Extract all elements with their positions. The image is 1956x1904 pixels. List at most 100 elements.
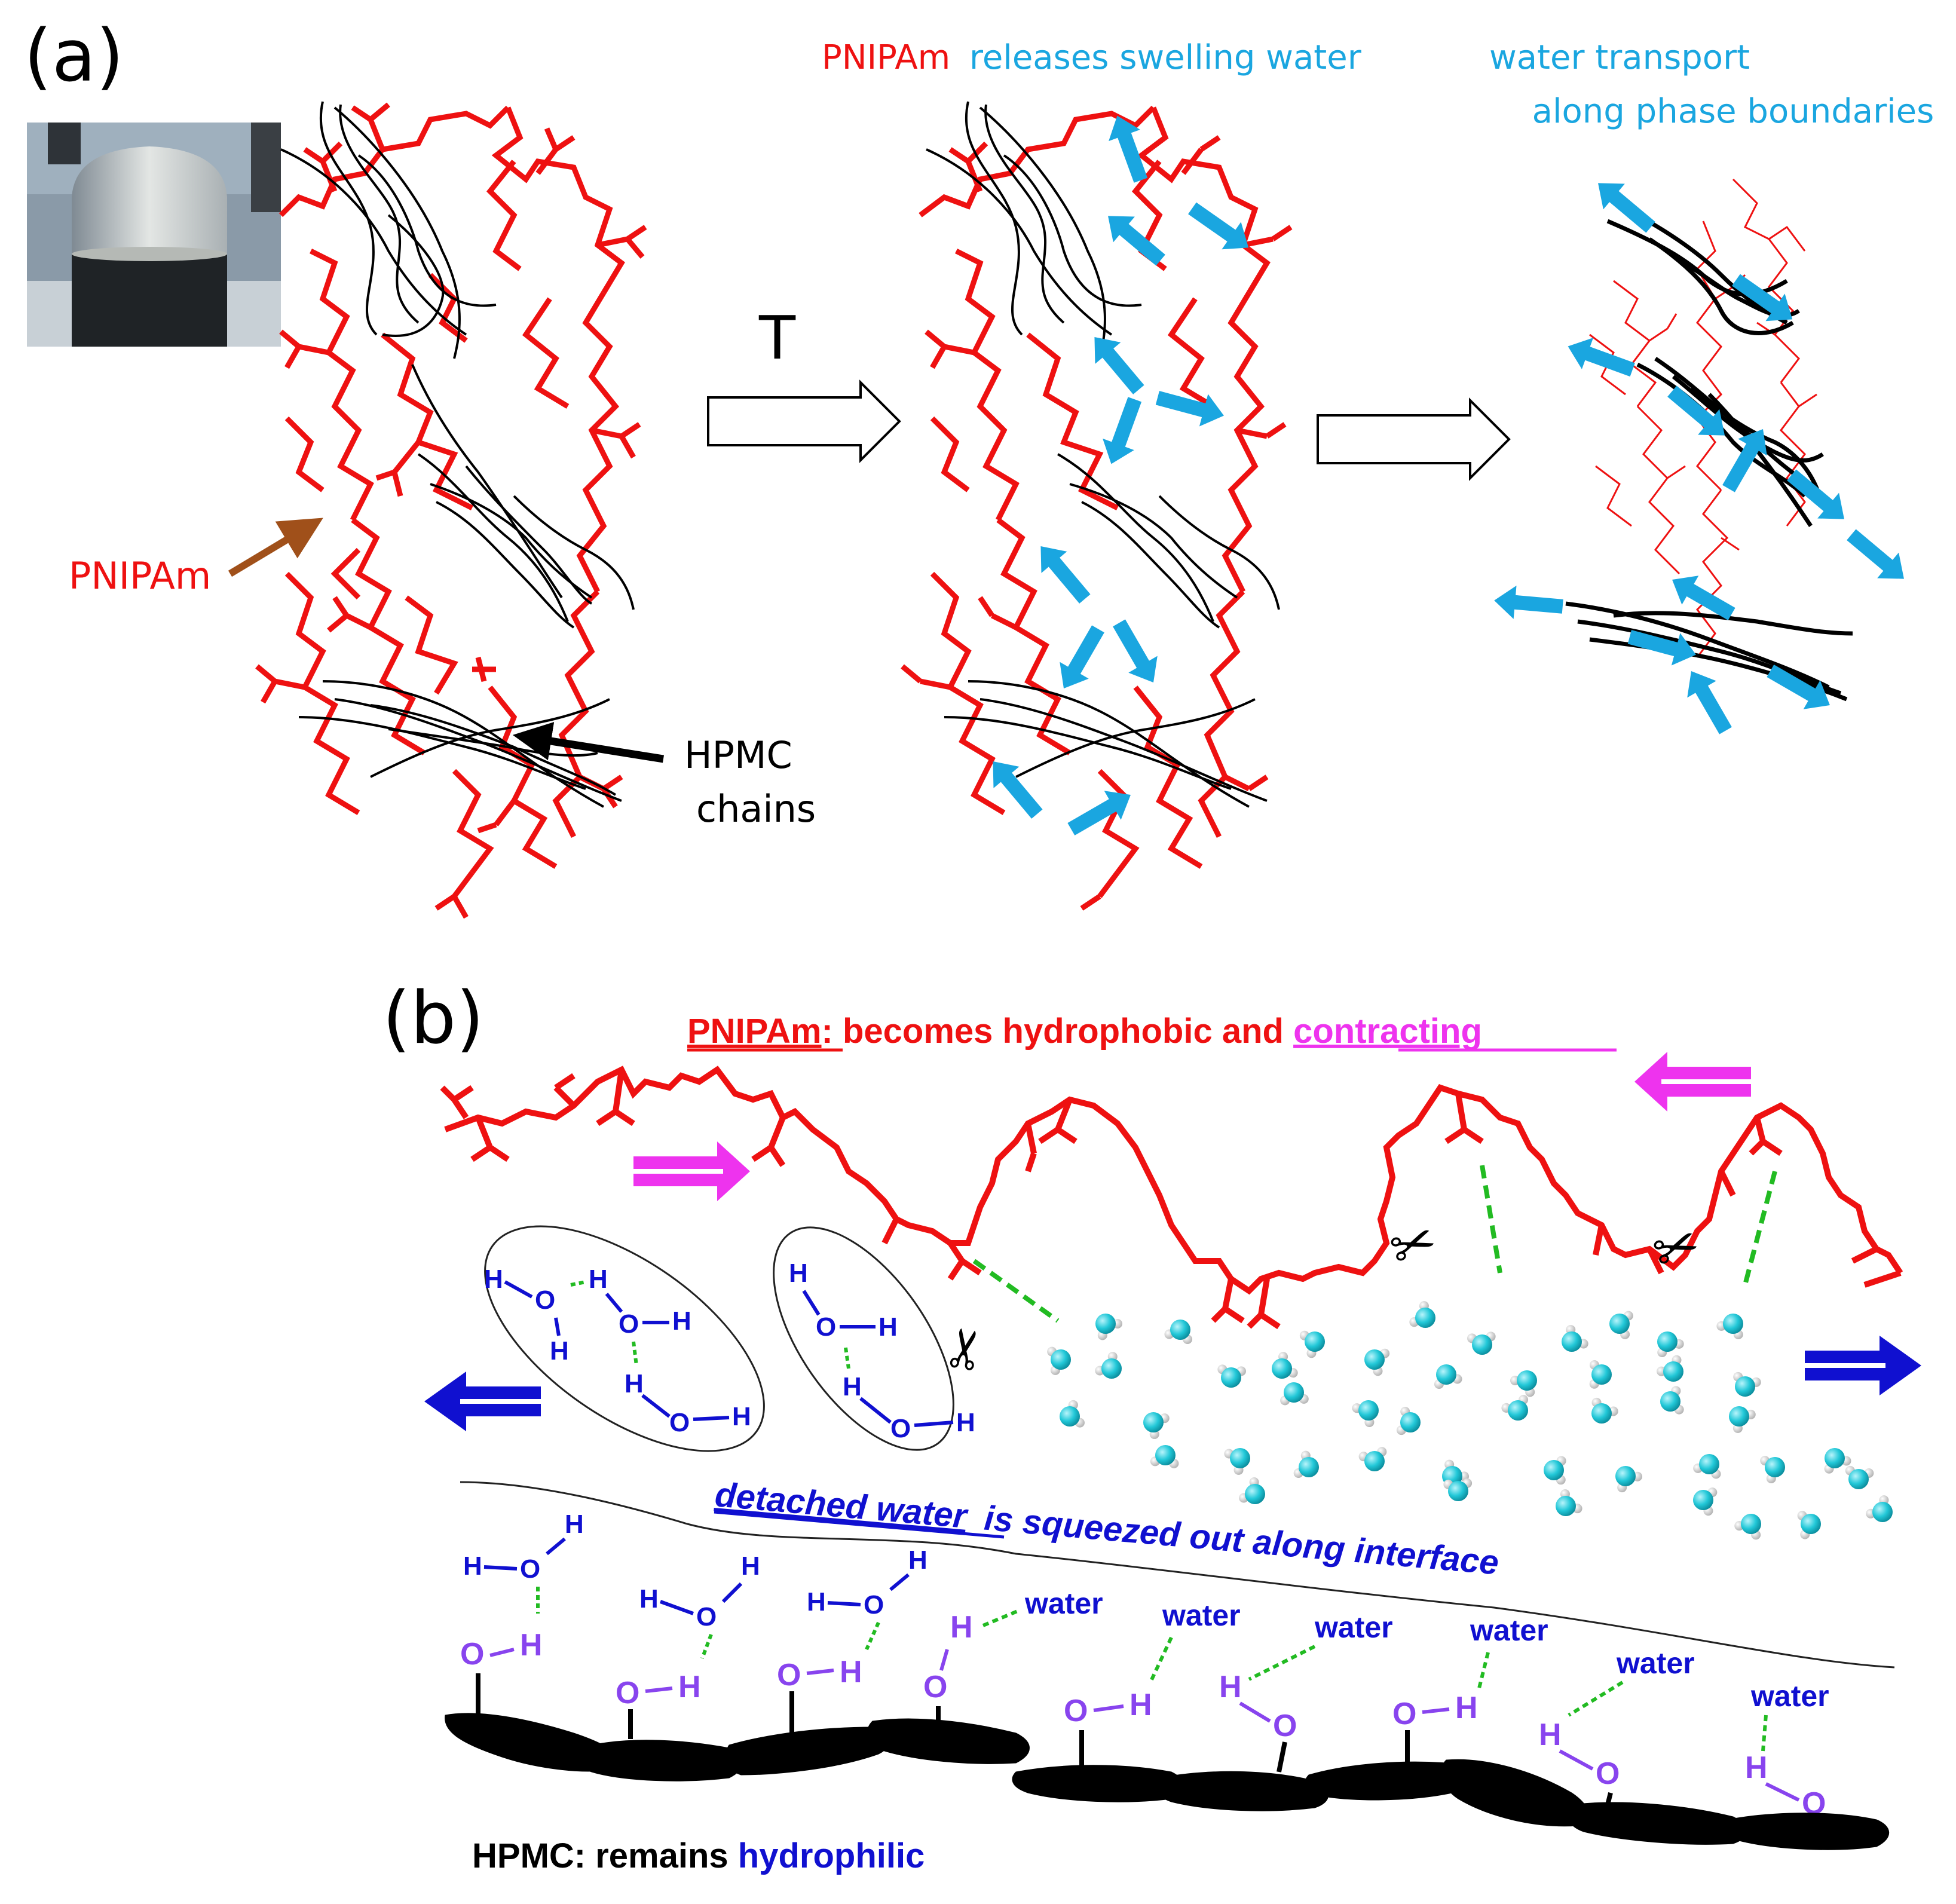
water-molecule	[1095, 1314, 1122, 1340]
magenta-arrow-left	[1634, 1052, 1751, 1112]
pnipam-pointer-arrow	[228, 518, 323, 577]
water-molecule	[1657, 1331, 1684, 1357]
water-molecule	[1164, 1320, 1193, 1344]
svg-text:O: O	[619, 1309, 639, 1339]
svg-text:water: water	[1616, 1646, 1695, 1680]
water-molecule	[1693, 1454, 1721, 1479]
svg-text:H: H	[741, 1551, 760, 1581]
svg-text:H: H	[789, 1259, 808, 1288]
pnipam-label-a: PNIPAm	[69, 554, 211, 598]
water-arrows-middle	[993, 115, 1249, 835]
water-molecule	[1224, 1448, 1250, 1475]
water-molecule	[1047, 1346, 1071, 1375]
water-molecule	[1609, 1311, 1633, 1339]
middle-title-rest: releases swelling water	[969, 38, 1362, 77]
svg-text:water: water	[1470, 1614, 1548, 1647]
svg-text:O: O	[520, 1554, 540, 1584]
middle-title-pnipam: PNIPAm	[822, 38, 950, 77]
svg-text:O: O	[923, 1670, 947, 1704]
water-molecule	[1760, 1456, 1785, 1484]
water-molecule	[1510, 1370, 1537, 1397]
svg-text:O: O	[616, 1676, 639, 1710]
svg-text:O: O	[669, 1408, 690, 1437]
water-molecule	[1293, 1450, 1319, 1478]
panel-a-label: (a)	[24, 15, 124, 98]
svg-text:H: H	[1745, 1750, 1768, 1785]
svg-text:water: water	[1750, 1679, 1829, 1713]
water-molecule	[1866, 1495, 1893, 1522]
water-molecule	[1845, 1465, 1874, 1489]
svg-text:H: H	[1129, 1688, 1152, 1722]
hollow-arrow-2	[1317, 397, 1511, 481]
water-molecule	[1716, 1314, 1743, 1339]
water-molecule	[1217, 1364, 1246, 1388]
water-molecule	[1409, 1301, 1435, 1328]
svg-text:O: O	[1392, 1697, 1416, 1731]
hpmc-hydroxyl-groups: O H O H O H H O water O H water H O wate…	[460, 1587, 1829, 1821]
water-molecule	[1060, 1400, 1085, 1428]
photo-vial	[27, 123, 281, 347]
hpmc-bound-water: H O H H O H H O H	[463, 1510, 928, 1660]
header-mid: : becomes hydrophobic and	[822, 1012, 1294, 1051]
svg-text:O: O	[890, 1414, 911, 1443]
svg-text:H: H	[625, 1369, 644, 1398]
pnipam-network-right	[1589, 178, 1817, 658]
svg-text:✂: ✂	[1645, 1213, 1708, 1284]
svg-text:O: O	[864, 1590, 884, 1620]
water-molecule	[1733, 1372, 1761, 1397]
svg-text:H: H	[639, 1584, 659, 1614]
svg-text:H: H	[484, 1265, 503, 1294]
svg-text:O: O	[1273, 1709, 1297, 1743]
water-molecules-bonded: H O H H O H H O H H O H H O H	[484, 1259, 975, 1443]
blue-arrow-right	[1805, 1336, 1921, 1395]
footer-hpmc: HPMC: remains	[472, 1836, 738, 1875]
svg-text:H: H	[732, 1402, 751, 1431]
pnipam-chain-b	[440, 1066, 1903, 1330]
middle-title: PNIPAm releases swelling water	[822, 38, 1362, 77]
water-molecule	[1358, 1447, 1387, 1471]
svg-text:H: H	[878, 1312, 898, 1342]
water-molecule	[1729, 1406, 1756, 1433]
water-molecule	[1734, 1514, 1761, 1540]
hpmc-chains-left	[280, 101, 635, 808]
water-molecule	[1443, 1478, 1473, 1501]
temperature-label: T	[758, 303, 796, 373]
squeezed-text: is squeezed out along interface	[982, 1499, 1500, 1582]
svg-text:H: H	[1539, 1718, 1562, 1752]
water-molecule	[1591, 1397, 1618, 1424]
svg-text:H: H	[840, 1655, 862, 1689]
hpmc-label-line2: chains	[696, 787, 816, 831]
water-molecule	[1797, 1511, 1821, 1539]
header-pnipam: PNIPAm	[687, 1012, 822, 1051]
water-molecule	[1143, 1412, 1170, 1439]
blue-arrow-left	[424, 1372, 541, 1431]
hollow-arrow-1	[707, 379, 901, 463]
svg-text:O: O	[535, 1285, 555, 1315]
svg-text:✂: ✂	[1382, 1210, 1445, 1281]
svg-text:H: H	[463, 1551, 482, 1581]
water-arrows-right	[1494, 183, 1904, 734]
water-molecule	[1824, 1448, 1851, 1474]
water-cluster-2	[773, 1226, 954, 1451]
svg-text:H: H	[956, 1408, 975, 1437]
svg-text:O: O	[696, 1602, 717, 1631]
panel-b: (b) PNIPAm: becomes hydrophobic and cont…	[382, 977, 1921, 1875]
hpmc-label-line1: HPMC	[684, 733, 792, 777]
water-cluster-1	[484, 1225, 765, 1452]
free-water-molecules	[1047, 1301, 1893, 1540]
svg-text:H: H	[1455, 1691, 1478, 1725]
water-molecule	[1501, 1395, 1529, 1421]
water-molecule	[1434, 1364, 1462, 1389]
svg-text:H: H	[672, 1306, 691, 1336]
svg-text:H: H	[520, 1628, 543, 1663]
svg-text:water: water	[1024, 1587, 1103, 1620]
water-molecule	[1562, 1325, 1588, 1352]
svg-text:H: H	[550, 1336, 569, 1366]
panel-b-label: (b)	[382, 977, 484, 1060]
water-molecule	[1660, 1386, 1684, 1415]
water-molecule	[1467, 1331, 1496, 1355]
water-molecule	[1280, 1382, 1309, 1406]
svg-text:H: H	[908, 1545, 928, 1575]
svg-text:H: H	[950, 1610, 973, 1645]
